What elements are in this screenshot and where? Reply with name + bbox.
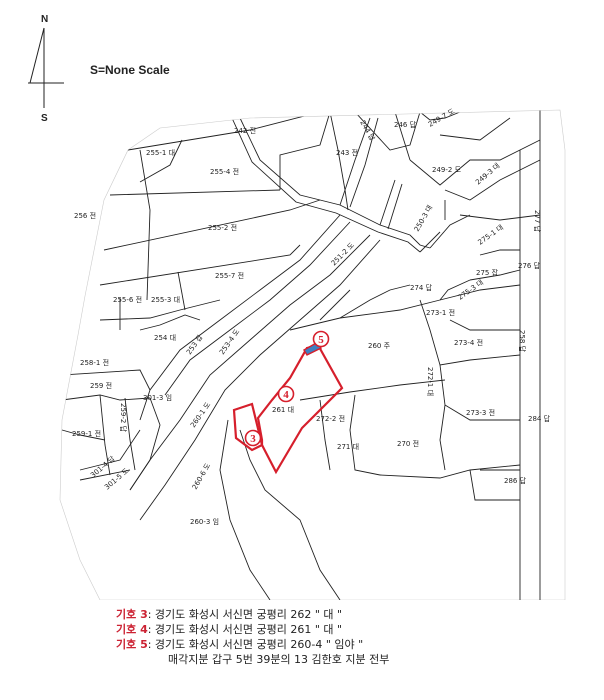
lot-label: 249-2 도: [432, 166, 462, 174]
lot-label: 301-3 임: [143, 394, 172, 402]
lot-label: 277 답: [533, 210, 542, 233]
lot-label: 255-7 전: [215, 271, 244, 280]
lot-label: 249-7 도: [427, 107, 457, 129]
legend-key: 기호 3: [116, 608, 148, 621]
legend-text: : 경기도 화성시 서신면 궁평리 260-4 " 임야 ": [147, 638, 364, 651]
lot-label: 260-6 도: [191, 461, 213, 491]
lot-label: 249-3 대: [474, 162, 501, 187]
cadastral-map: 3 4 5 242 전 244 답 246 답 249-7 도 243 전 25…: [59, 107, 566, 600]
south-label: S: [41, 113, 48, 124]
legend-text: : 경기도 화성시 서신면 궁평리 262 " 대 ": [147, 608, 343, 621]
lot-label: 272-2 전: [316, 414, 345, 423]
lot-label: 255-4 전: [210, 167, 239, 176]
marker-4-text: 4: [283, 389, 289, 401]
lot-label: 273-3 전: [466, 408, 495, 417]
lot-label: 301-5 도: [103, 466, 131, 491]
lot-label: 270 전: [397, 439, 419, 448]
parcel-lines: [61, 110, 541, 600]
lot-label: 255-2 전: [208, 223, 237, 232]
lot-label: 275 잡: [476, 268, 499, 277]
lot-label: 261 대: [272, 406, 294, 414]
marker-4: 4: [277, 385, 295, 403]
north-arrow-barb: [29, 27, 45, 84]
lot-label: 250-3 대: [413, 204, 434, 233]
lot-label: 275-1 대: [477, 223, 505, 246]
lot-label: 259-2 답: [119, 403, 128, 433]
lot-label: 246 답: [394, 120, 417, 129]
parcel-4-outline: [256, 343, 344, 475]
marker-3: 3: [244, 429, 262, 447]
lot-label: 243 전: [336, 148, 358, 157]
lot-label: 259 전: [90, 381, 112, 390]
legend-row-4: 기호 4: 경기도 화성시 서신면 궁평리 261 " 대 ": [116, 622, 576, 637]
lot-label: 255-1 대: [146, 149, 175, 157]
lot-label: 258-1 전: [80, 358, 109, 367]
lot-label: 260-1 도: [189, 400, 213, 429]
lot-label: 255-6 전: [113, 295, 142, 304]
lot-label: 286 답: [504, 476, 527, 485]
lot-label: 242 전: [234, 126, 256, 135]
lot-label: 253-4 도: [218, 327, 242, 356]
lot-label: 260-3 임: [190, 518, 219, 526]
legend-row-5: 기호 5: 경기도 화성시 서신면 궁평리 260-4 " 임야 ": [116, 637, 576, 652]
lot-label: 256 전: [74, 211, 96, 220]
lot-label: 251-2 도: [330, 241, 357, 268]
map-outline: [59, 109, 566, 600]
lot-label: 273-1 전: [426, 308, 455, 317]
lot-label: 274 답: [410, 283, 433, 292]
lot-label: 276 답: [518, 261, 541, 270]
legend-note: 매각지분 갑구 5번 39분의 13 김한호 지분 전부: [168, 653, 390, 666]
legend-key: 기호 4: [116, 623, 148, 636]
lot-label: 271 대: [337, 443, 359, 451]
north-arrow: N S: [28, 14, 64, 124]
lot-label: 254 대: [154, 334, 176, 342]
legend: 기호 3: 경기도 화성시 서신면 궁평리 262 " 대 " 기호 4: 경기…: [116, 607, 576, 667]
lot-label: 259-1 전: [72, 429, 101, 438]
legend-text: : 경기도 화성시 서신면 궁평리 261 " 대 ": [147, 623, 343, 636]
scale-label: S=None Scale: [90, 63, 170, 77]
legend-key: 기호 5: [116, 638, 148, 651]
lot-labels: 242 전 244 답 246 답 249-7 도 243 전 255-1 대 …: [72, 107, 551, 526]
legend-row-3: 기호 3: 경기도 화성시 서신면 궁평리 262 " 대 ": [116, 607, 576, 622]
lot-label: 273-4 전: [454, 338, 483, 347]
lot-label: 272-1 대: [426, 367, 434, 396]
lot-label: 255-3 대: [151, 296, 180, 304]
lot-label: 258 답: [518, 330, 527, 353]
parcel-3-outline: [232, 402, 264, 452]
north-label: N: [41, 14, 48, 25]
lot-label: 260 주: [368, 342, 391, 350]
marker-5-text: 5: [318, 334, 324, 346]
marker-5: 5: [312, 330, 330, 348]
marker-3-text: 3: [250, 433, 256, 445]
lot-label: 284 답: [528, 414, 551, 423]
